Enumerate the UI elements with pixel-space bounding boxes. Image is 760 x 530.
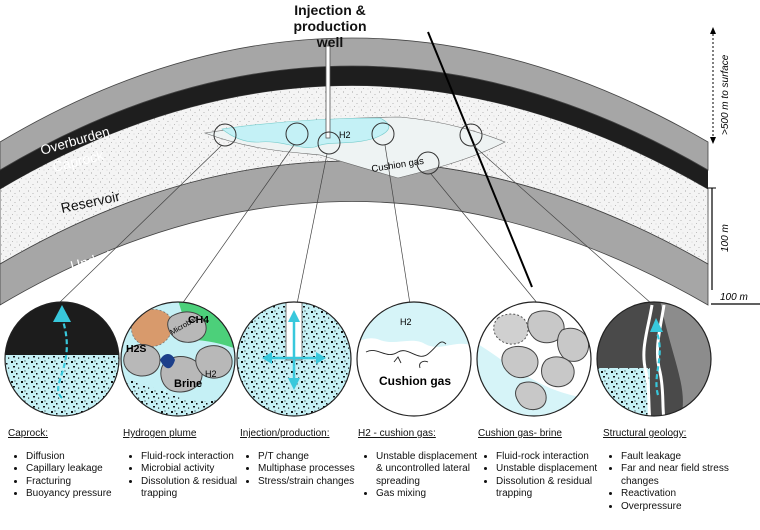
list-item: Fluid-rock interaction (141, 451, 245, 464)
surface-arrow-bottom (710, 137, 716, 144)
magnifier-markers (213, 122, 483, 175)
plume-h2-label: H2 (339, 130, 351, 140)
surface-depth-label: >500 m to surface (720, 54, 731, 135)
fault-line (427, 31, 533, 288)
caprock-layer (0, 66, 708, 189)
list-item: Buoyancy pressure (26, 488, 130, 501)
inset-injection-border (236, 301, 352, 417)
hydrogen-plume (221, 117, 390, 148)
inset-structural-border (596, 301, 712, 417)
list-item: Stress/strain changes (258, 476, 362, 489)
list-item: Fluid-rock interaction (496, 451, 600, 464)
list-item: Dissolution & residual trapping (496, 476, 600, 501)
list-item: Microbial activity (141, 463, 245, 476)
column-h2-cushion-gas: H2 - cushion gas: Unstable displacement … (358, 428, 480, 501)
inset-h2-label: H2 (205, 369, 217, 379)
well-bore (325, 45, 331, 139)
list-item: Multiphase processes (258, 463, 362, 476)
inset-caprock-border (4, 301, 120, 417)
list-item: Fracturing (26, 476, 130, 489)
list-item: Far and near field stress changes (621, 463, 753, 488)
column-hydrogen-plume: Hydrogen plume Fluid-rock interaction Mi… (123, 428, 245, 501)
list-item: P/T change (258, 451, 362, 464)
inset-structural (597, 302, 711, 416)
inset-cushion-brine-border (476, 301, 592, 417)
list-item: Capillary leakage (26, 463, 130, 476)
vertical-scale-label: 100 m (720, 224, 731, 252)
horizontal-scale-label: 100 m (720, 292, 748, 303)
inset-cushion-gas-border (356, 301, 472, 417)
list-item: Unstable displacement & uncontrolled lat… (376, 451, 480, 489)
column-title: Caprock: (8, 428, 49, 439)
column-structural-geology: Structural geology: Fault leakage Far an… (603, 428, 753, 513)
column-title: Hydrogen plume (123, 428, 197, 439)
inset-caprock (5, 302, 119, 416)
connector-lines (57, 144, 653, 305)
list-item: Overpressure (621, 501, 753, 514)
reservoir-layer (0, 85, 709, 265)
surface-arrow-top (710, 27, 716, 34)
list-item: Reactivation (621, 488, 753, 501)
list-item: Unstable displacement (496, 463, 600, 476)
column-injection: Injection/production: P/T change Multiph… (240, 428, 362, 488)
inset-brine-label: Brine (174, 378, 202, 390)
inset-hydrogen-plume-border (120, 301, 236, 417)
inset-hydrogen-plume (121, 302, 235, 416)
column-title: Injection/production: (240, 428, 330, 439)
column-cushion-gas-brine: Cushion gas- brine Fluid-rock interactio… (478, 428, 600, 501)
inset-cushion-gas (357, 302, 471, 416)
list-item: Diffusion (26, 451, 130, 464)
inset-cushion-brine (477, 302, 591, 416)
column-title: Structural geology: (603, 428, 687, 439)
inset-h2s-label: H2S (126, 343, 146, 355)
list-item: Fault leakage (621, 451, 753, 464)
column-title: H2 - cushion gas: (358, 428, 436, 439)
overburden-layer (0, 37, 709, 171)
column-caprock: Caprock: Diffusion Capillary leakage Fra… (8, 428, 130, 501)
inset-cushion-gas-label: Cushion gas (379, 374, 451, 388)
well-title: Injection & production well (293, 2, 367, 50)
list-item: Gas mixing (376, 488, 480, 501)
list-item: Dissolution & residual trapping (141, 476, 245, 501)
inset-injection (237, 302, 351, 416)
column-title: Cushion gas- brine (478, 428, 562, 439)
inset-cushion-h2-label: H2 (400, 317, 412, 327)
inset-ch4-label: CH4 (188, 314, 209, 326)
